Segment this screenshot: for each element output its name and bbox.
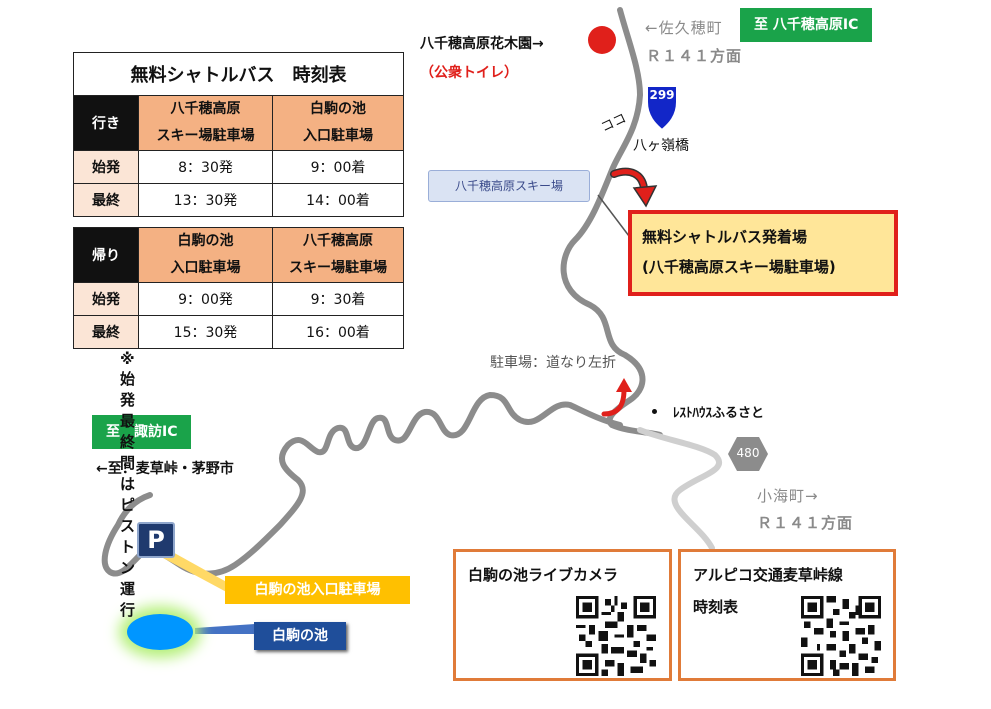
flower-garden-marker [588,26,616,54]
table-row: 最終 13：30発 14：00着 [73,183,404,217]
table-row: 最終 15：30発 16：00着 [73,315,404,349]
koumi-label: 小海町→ [757,487,819,505]
table-row: 始発 8：30発 9：00着 [73,150,404,184]
row-label: 最終 [73,183,139,217]
row-label: 始発 [73,282,139,316]
r141-south-label: Ｒ１４１方面 [757,514,854,532]
return-col1-line1: 白駒の池 [177,233,234,249]
qr-code-icon [576,596,656,676]
shirakoma-pond-label: 白駒の池 [254,622,346,650]
row-label: 始発 [73,150,139,184]
route-299-number: 299 [649,88,675,102]
ski-resort-label: 八千穂高原スキー場 [428,170,590,202]
depart-time: 8：30発 [138,150,273,184]
arrow-to-shuttle-icon [610,167,658,208]
shirakoma-parking-label: 白駒の池入口駐車場 [225,576,410,604]
row-label: 最終 [73,315,139,349]
arrive-time: 9：00着 [272,150,404,184]
left-turn-arrow-icon [601,378,632,417]
return-col1-header: 白駒の池 入口駐車場 [138,227,273,283]
shuttle-stop-title: 無料シャトルバス発着場 [642,228,808,246]
qr-card-bus-timetable[interactable]: アルピコ交通麦草峠線 時刻表 [678,549,896,681]
outbound-col1-line2: スキー場駐車場 [156,128,255,144]
to-suwa-ic-sign: 至 諏訪IC [92,415,192,449]
depart-time: 13：30発 [138,183,273,217]
return-col2-line2: スキー場駐車場 [289,260,387,276]
qr-card-title: 白駒の池ライブカメラ [468,566,619,584]
shuttle-stop-subtitle: (八千穂高原スキー場駐車場) [642,258,836,276]
route-299-icon [646,85,678,132]
outbound-col2-header: 白駒の池 入口駐車場 [272,95,404,151]
return-col1-line2: 入口駐車場 [170,260,241,276]
outbound-col2-line2: 入口駐車場 [303,128,373,144]
rest-house-dot [652,409,657,414]
return-label: 帰り [73,227,139,283]
outbound-label: 行き [73,95,139,151]
timetable-outbound: 無料シャトルバス 時刻表 行き 八千穂高原 スキー場駐車場 白駒の池 入口駐車場… [73,52,404,217]
arrive-time: 14：00着 [272,183,404,217]
return-col2-header: 八千穂高原 スキー場駐車場 [272,227,404,283]
saku-ho-label: ←佐久穂町 [645,19,723,37]
parking-directions-label: 駐車場：道なり左折 [490,355,616,371]
public-toilet-label: （公衆トイレ） [420,65,518,81]
r141-north-label: Ｒ１４１方面 [646,47,743,65]
outbound-col2-line1: 白駒の池 [310,101,366,117]
road-to-koumi [637,427,722,551]
depart-time: 9：00発 [138,282,273,316]
arrive-time: 16：00着 [272,315,404,349]
outbound-col1-line1: 八千穂高原 [170,101,241,117]
outbound-col1-header: 八千穂高原 スキー場駐車場 [138,95,273,151]
timetable-note: ※始発最終間はピストン運行 [120,350,136,619]
hachigamine-bridge-label: 八ヶ嶺橋 [633,138,689,154]
qr-card-title: アルピコ交通麦草峠線 [693,566,843,584]
qr-card-live-camera[interactable]: 白駒の池ライブカメラ [453,549,672,681]
timetable-title: 無料シャトルバス 時刻表 [73,52,404,96]
mugikusa-label: ←至：麦草峠・茅野市 [96,461,234,477]
qr-code-icon [801,596,881,676]
route-480-icon [728,437,768,471]
timetable-return: 帰り 白駒の池 入口駐車場 八千穂高原 スキー場駐車場 始発 9：00発 9：3… [73,227,404,349]
rest-house-label: ﾚｽﾄﾊｳｽふるさと [673,406,765,421]
route-480-number: 480 [736,446,760,460]
shuttle-stop-box: 無料シャトルバス発着場 (八千穂高原スキー場駐車場) [628,210,898,296]
shirakoma-pond-marker [127,614,193,650]
table-row: 始発 9：00発 9：30着 [73,282,404,316]
return-col2-line1: 八千穂高原 [303,233,373,249]
qr-card-subtitle: 時刻表 [693,598,739,616]
flower-garden-label: 八千穂高原花木園→ [420,36,544,52]
depart-time: 15：30発 [138,315,273,349]
arrive-time: 9：30着 [272,282,404,316]
parking-icon: P [137,522,175,558]
to-yachiho-ic-sign: 至 八千穂高原IC [740,8,873,42]
